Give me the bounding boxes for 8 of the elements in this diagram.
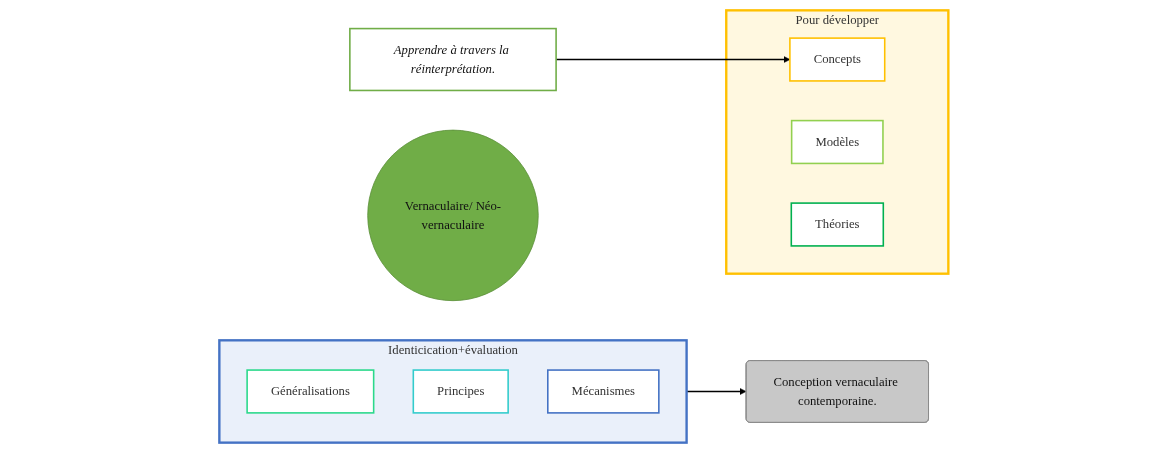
node-box: Principes xyxy=(412,369,509,414)
node-box: Apprendre à travers la réinterprétation. xyxy=(348,27,557,92)
node-box: Théories xyxy=(790,202,884,247)
node-box: Concepts xyxy=(788,37,886,82)
node-box: Généralisations xyxy=(245,369,375,414)
node-box: Mécanismes xyxy=(546,369,660,414)
node-circle: Vernaculaire/ Néo-vernaculaire xyxy=(366,129,539,302)
node-box: Modèles xyxy=(790,119,884,165)
